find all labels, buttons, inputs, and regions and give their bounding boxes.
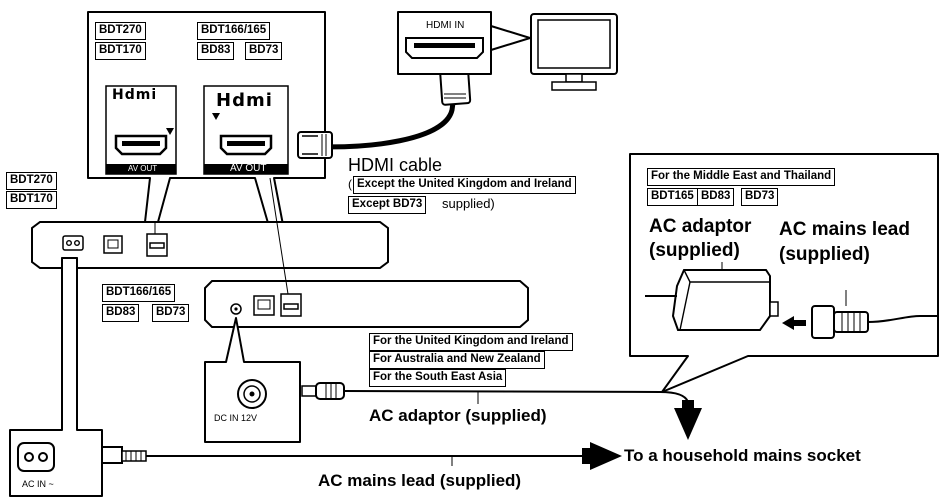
model-badge-bdt166-mid: BDT166/165 <box>102 284 176 302</box>
inset-region-label: For the Middle East and Thailand <box>647 168 836 186</box>
note-except-uk: Except the United Kingdom and Ireland <box>353 176 576 194</box>
inset-lead-line1: AC mains lead <box>779 219 910 240</box>
hdmi-logo-left: Hdmi <box>112 87 158 103</box>
region-sea: For the South East Asia <box>369 369 507 387</box>
model-badge-bd73-mid: BD73 <box>152 304 190 322</box>
model-badge-bdt166-top: BDT166/165 <box>197 22 271 40</box>
region-uk-ireland: For the United Kingdom and Ireland <box>369 333 573 351</box>
model-badge-bdt170-top: BDT170 <box>95 42 146 60</box>
av-out-label-left: AV OUT <box>128 164 158 173</box>
inset-adaptor-line2: (supplied) <box>649 240 740 261</box>
down-arrow <box>674 408 702 440</box>
ac-mains-lead-label: AC mains lead (supplied) <box>318 471 522 490</box>
model-badge-bdt270-left: BDT270 <box>6 172 57 190</box>
hdmi-logo-right: Hdmi <box>216 90 273 111</box>
note-except-bd73: Except BD73 <box>348 196 427 214</box>
supplied-note: supplied) <box>442 196 495 211</box>
paren-open: ( <box>348 177 352 191</box>
ac-adaptor-label: AC adaptor (supplied) <box>369 406 547 425</box>
inset-lead-line2: (supplied) <box>779 244 870 265</box>
hdmi-in-label: HDMI IN <box>426 20 465 31</box>
inset-model-bd83: BD83 <box>697 188 735 206</box>
region-aus-nz: For Australia and New Zealand <box>369 351 545 369</box>
player-bdt270 <box>31 221 389 269</box>
socket-label: To a household mains socket <box>624 446 861 465</box>
model-badge-bd83-mid: BD83 <box>102 304 140 322</box>
model-badge-bdt270-top: BDT270 <box>95 22 146 40</box>
model-badge-bdt170-left: BDT170 <box>6 191 57 209</box>
right-arrow <box>582 442 622 470</box>
inset-model-bdt165: BDT165 <box>647 188 698 206</box>
hdmi-cable-label: HDMI cable <box>348 155 443 175</box>
model-badge-bd73-top: BD73 <box>245 42 283 60</box>
ac-in-label: AC IN ~ <box>22 479 54 489</box>
model-badge-bd83-top: BD83 <box>197 42 235 60</box>
inset-model-bd73: BD73 <box>741 188 779 206</box>
inset-adaptor-line1: AC adaptor <box>649 216 752 237</box>
hdmi-port-right <box>203 85 289 175</box>
dc-in-label: DC IN 12V <box>214 413 258 423</box>
av-out-label-right: AV OUT <box>230 163 267 174</box>
hdmi-port-left <box>105 85 177 175</box>
